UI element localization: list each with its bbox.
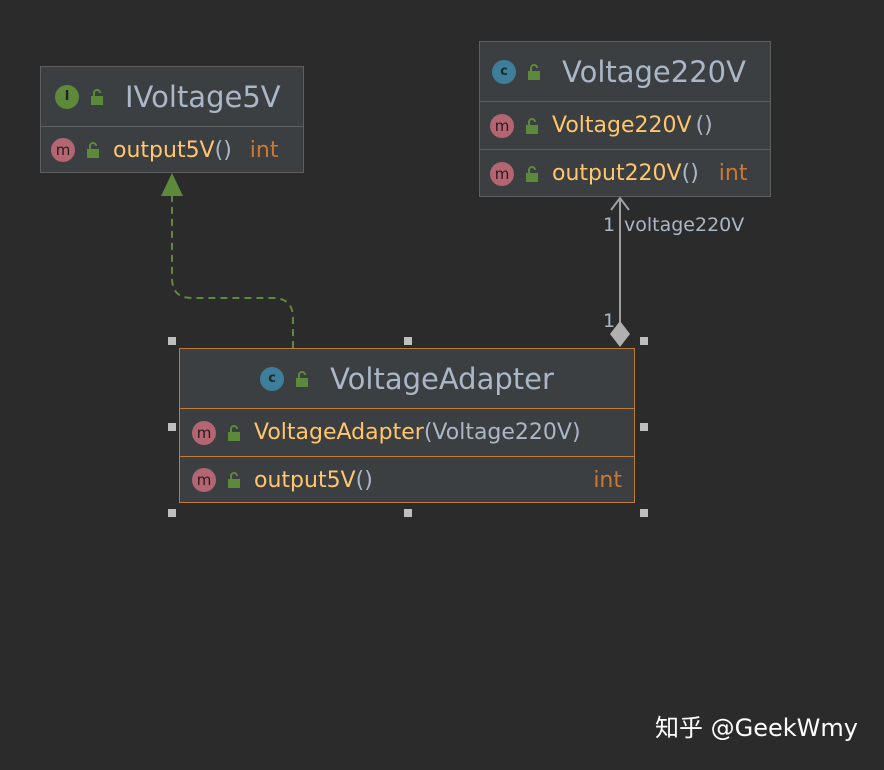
method-row[interactable]: m output5V() int (180, 456, 634, 503)
public-visibility-icon (526, 165, 538, 182)
method-return-type: int (593, 467, 622, 493)
class-voltage220v-node[interactable]: c Voltage220V m Voltage220V() m output22… (479, 41, 771, 197)
method-return-type: int (249, 137, 279, 163)
method-close-paren: ) (571, 420, 581, 445)
method-row[interactable]: m output220V() int (480, 149, 770, 197)
method-open-paren: ( (423, 420, 433, 445)
method-return-type: int (718, 161, 748, 186)
public-visibility-icon (526, 117, 538, 134)
realization-arrowhead (161, 173, 183, 196)
method-name: VoltageAdapter (254, 420, 424, 445)
aggregation-open-arrow (610, 196, 630, 211)
interface-kind-icon: I (55, 84, 79, 109)
public-visibility-icon (87, 142, 99, 158)
method-name: Voltage220V (552, 113, 692, 138)
resize-handle-right[interactable] (640, 423, 648, 431)
source-multiplicity-label: 1 (603, 310, 616, 332)
constructor-row[interactable]: m VoltageAdapter (Voltage220V) (180, 408, 634, 456)
interface-ivoltage5v-node[interactable]: I IVoltage5V m output5V() int (40, 66, 304, 173)
public-visibility-icon (91, 88, 103, 105)
public-visibility-icon (296, 370, 309, 387)
interface-title: IVoltage5V (125, 79, 281, 114)
method-name: output5V (254, 467, 356, 493)
resize-handle-top-right[interactable] (640, 337, 648, 345)
class-title: Voltage220V (562, 54, 746, 89)
resize-handle-top-left[interactable] (168, 337, 176, 345)
class-kind-icon: c (492, 59, 516, 84)
class-voltageadapter-node[interactable]: c VoltageAdapter m VoltageAdapter (Volta… (179, 348, 635, 503)
method-parens: () (355, 467, 373, 493)
public-visibility-icon (228, 424, 240, 441)
class-kind-icon: c (260, 366, 285, 391)
target-multiplicity-label: 1 (603, 214, 616, 236)
method-icon: m (51, 138, 75, 162)
aggregation-diamond (610, 321, 630, 347)
role-name-label: voltage220V (624, 214, 745, 236)
method-icon: m (490, 113, 514, 138)
resize-handle-bottom-left[interactable] (168, 509, 176, 517)
interface-header: I IVoltage5V (41, 67, 303, 126)
watermark: 知乎 @GeekWmy (655, 714, 858, 742)
realization-line[interactable] (171, 196, 294, 348)
method-parens: () (695, 113, 713, 138)
method-params: Voltage220V (432, 420, 572, 445)
method-parens: () (681, 161, 699, 186)
method-icon: m (192, 420, 216, 445)
method-name: output5V (113, 137, 215, 163)
resize-handle-left[interactable] (168, 423, 176, 431)
class-header: c VoltageAdapter (180, 349, 634, 408)
class-title: VoltageAdapter (330, 361, 554, 396)
method-parens: () (214, 137, 232, 163)
resize-handle-top[interactable] (404, 337, 412, 345)
method-name: output220V (552, 161, 682, 186)
resize-handle-bottom[interactable] (404, 509, 412, 517)
method-icon: m (192, 468, 216, 492)
constructor-row[interactable]: m Voltage220V() (480, 101, 770, 149)
public-visibility-icon (228, 472, 240, 488)
public-visibility-icon (528, 63, 540, 80)
resize-handle-bottom-right[interactable] (640, 509, 648, 517)
method-row[interactable]: m output5V() int (41, 126, 303, 173)
class-header: c Voltage220V (480, 42, 770, 101)
method-icon: m (490, 161, 514, 186)
